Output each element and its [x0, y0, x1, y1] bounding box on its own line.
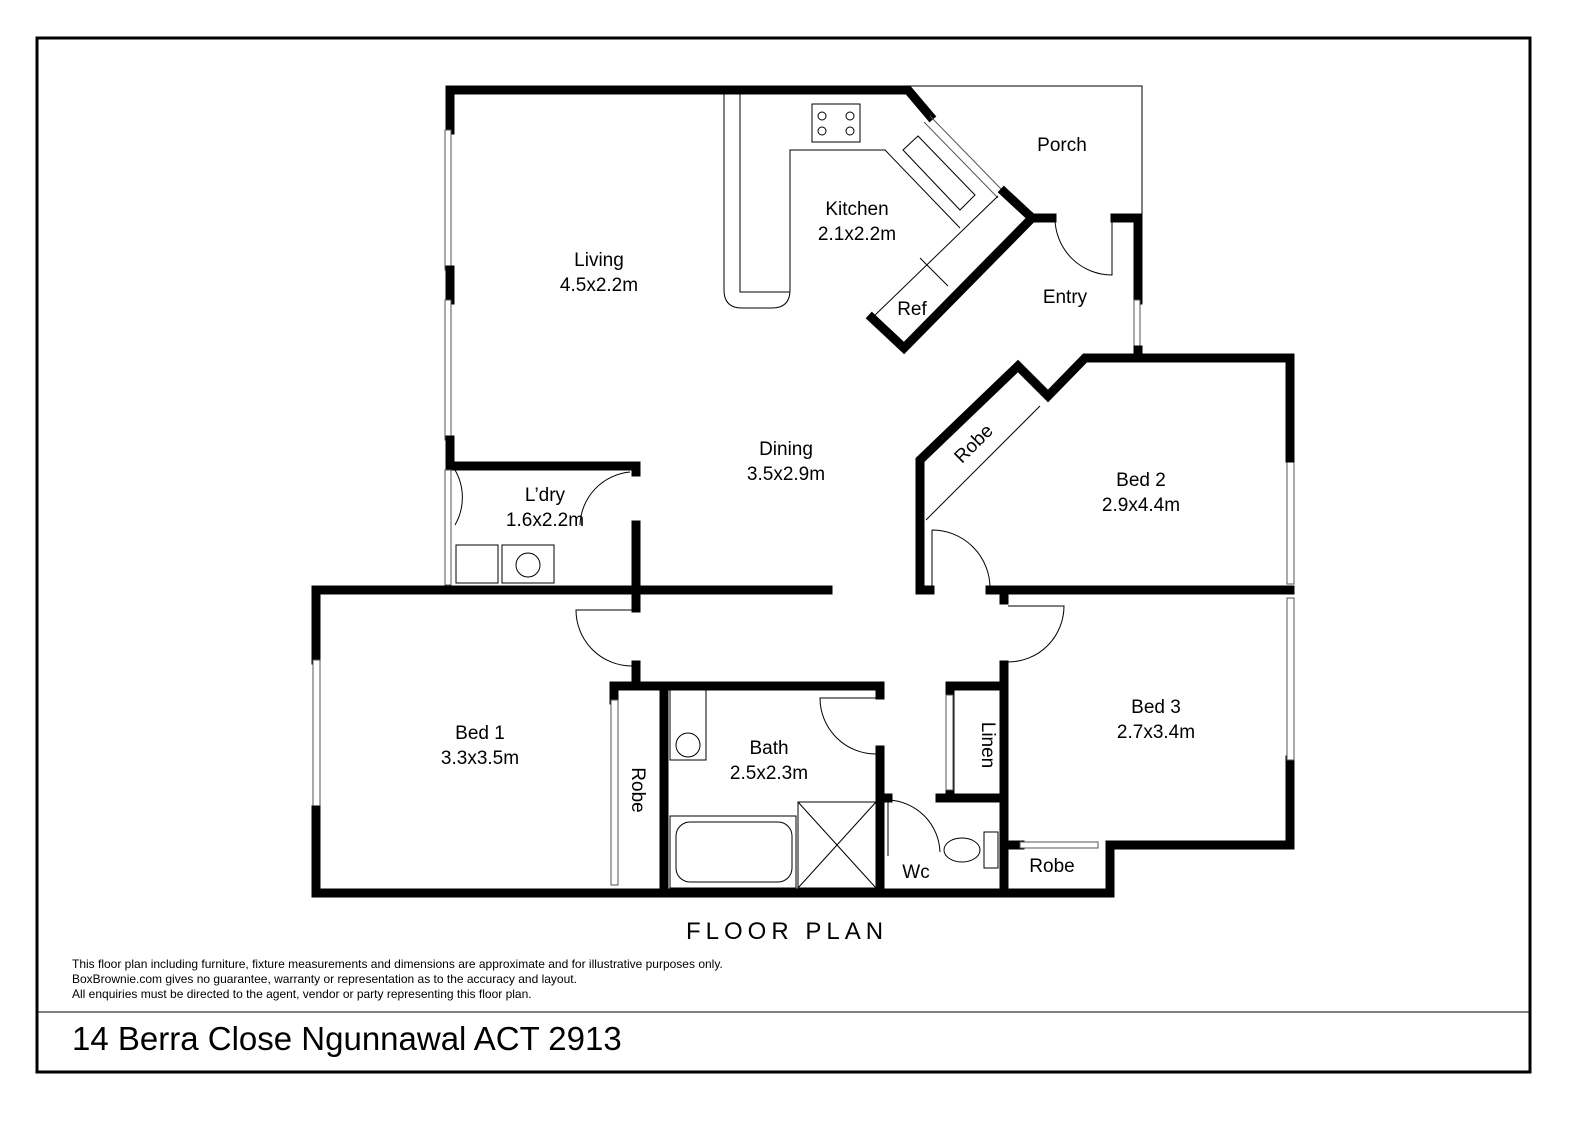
bath-size: 2.5x2.3m [730, 763, 808, 784]
bathtub-icon [669, 815, 797, 889]
entry-door [1054, 217, 1113, 276]
linen-label: Linen [977, 722, 998, 769]
bed3-size: 2.7x3.4m [1117, 722, 1195, 743]
floor-plan-title: FLOOR PLAN [686, 918, 889, 945]
fixtures [454, 92, 1113, 889]
room-labels: Living 4.5x2.2m Kitchen 2.1x2.2m Porch R… [441, 135, 1195, 883]
wc-label: Wc [902, 862, 929, 883]
kitchen-size: 2.1x2.2m [818, 224, 896, 245]
ref-label: Ref [897, 299, 927, 320]
bed2-size: 2.9x4.4m [1102, 495, 1180, 516]
entry-label: Entry [1043, 287, 1088, 308]
stove-icon [811, 103, 861, 143]
laundry-size: 1.6x2.2m [506, 510, 584, 531]
vanity-icon [669, 689, 707, 761]
bed2-label: Bed 2 [1116, 470, 1166, 491]
bed3-label: Bed 3 [1131, 697, 1181, 718]
wc-door [887, 799, 941, 856]
living-label: Living [574, 250, 624, 271]
laundry-label: L’dry [525, 485, 566, 506]
bath-door [819, 697, 877, 755]
robe-bed3-label: Robe [1029, 856, 1074, 877]
laundry-tub-icon [455, 544, 499, 584]
bed2-door [931, 529, 991, 590]
disclaimer-line: This floor plan including furniture, fix… [72, 957, 723, 971]
toilet-icon [943, 837, 981, 863]
disclaimer-line: All enquiries must be directed to the ag… [72, 987, 532, 1001]
bath-label: Bath [749, 738, 788, 759]
shower-icon [797, 801, 877, 889]
dining-size: 3.5x2.9m [747, 464, 825, 485]
disclaimer-line: BoxBrownie.com gives no guarantee, warra… [72, 972, 577, 986]
porch-label: Porch [1037, 135, 1087, 156]
dining-label: Dining [759, 439, 813, 460]
page-frame [35, 36, 1532, 1074]
disclaimer: This floor plan including furniture, fix… [72, 957, 723, 1002]
walls [311, 85, 1295, 898]
robe-bed1-label: Robe [627, 767, 648, 812]
property-address: 14 Berra Close Ngunnawal ACT 2913 [72, 1020, 622, 1057]
bed1-door [575, 609, 633, 667]
kitchen-label: Kitchen [825, 199, 888, 220]
sink-icon [902, 135, 976, 211]
bed1-label: Bed 1 [455, 723, 505, 744]
bed1-size: 3.3x3.5m [441, 748, 519, 769]
bed3-door [1007, 605, 1065, 663]
washer-icon [501, 544, 555, 584]
living-size: 4.5x2.2m [560, 275, 638, 296]
